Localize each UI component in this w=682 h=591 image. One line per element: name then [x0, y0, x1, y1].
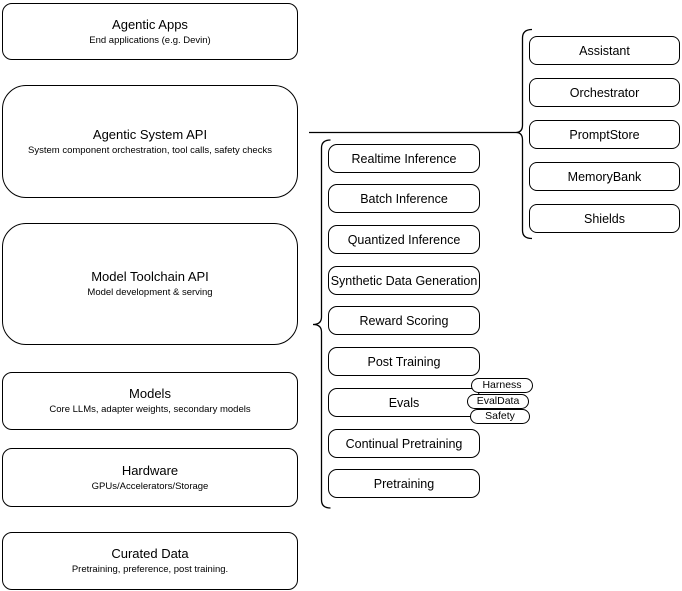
tag-evaldata: EvalData	[467, 394, 529, 409]
node-post-training: Post Training	[328, 347, 480, 376]
node-model-toolchain-api: Model Toolchain API Model development & …	[2, 223, 298, 345]
node-memorybank: MemoryBank	[529, 162, 680, 191]
node-label: Pretraining	[373, 476, 435, 491]
node-title: Model Toolchain API	[91, 269, 209, 284]
node-pretraining: Pretraining	[328, 469, 480, 498]
node-title: Agentic Apps	[112, 16, 188, 32]
node-label: Orchestrator	[569, 85, 640, 100]
node-promptstore: PromptStore	[529, 120, 680, 149]
node-label: Quantized Inference	[347, 232, 461, 247]
node-models: Models Core LLMs, adapter weights, secon…	[2, 372, 298, 430]
node-label: Batch Inference	[360, 191, 448, 206]
node-agentic-apps: Agentic Apps End applications (e.g. Devi…	[2, 3, 298, 60]
node-subtitle: Pretraining, preference, post training.	[71, 564, 229, 575]
node-continual-pretraining: Continual Pretraining	[328, 429, 480, 458]
node-label: Continual Pretraining	[345, 436, 463, 451]
node-shields: Shields	[529, 204, 680, 233]
node-label: Post Training	[367, 354, 441, 369]
node-label: Reward Scoring	[359, 313, 449, 328]
node-subtitle: End applications (e.g. Devin)	[89, 34, 211, 46]
node-label: Assistant	[579, 43, 630, 58]
node-title: Models	[129, 386, 171, 401]
node-label: PromptStore	[569, 127, 640, 142]
node-subtitle: System component orchestration, tool cal…	[28, 144, 272, 156]
node-orchestrator: Orchestrator	[529, 78, 680, 107]
node-label: Evals	[388, 395, 420, 410]
tag-label: EvalData	[476, 395, 520, 407]
node-quantized-inference: Quantized Inference	[328, 225, 480, 254]
tag-label: Harness	[482, 379, 522, 391]
node-label: Synthetic Data Generation	[330, 273, 478, 288]
node-assistant: Assistant	[529, 36, 680, 65]
node-hardware: Hardware GPUs/Accelerators/Storage	[2, 448, 298, 507]
node-subtitle: Model development & serving	[87, 287, 213, 298]
node-title: Curated Data	[111, 546, 189, 561]
node-evals: Evals	[328, 388, 480, 417]
node-label: Shields	[584, 211, 625, 226]
node-label: MemoryBank	[567, 169, 642, 184]
node-title: Agentic System API	[92, 126, 208, 142]
node-reward-scoring: Reward Scoring	[328, 306, 480, 335]
node-subtitle: GPUs/Accelerators/Storage	[91, 480, 209, 492]
tag-safety: Safety	[470, 409, 530, 424]
node-realtime-inference: Realtime Inference	[328, 144, 480, 173]
node-subtitle: Core LLMs, adapter weights, secondary mo…	[49, 404, 251, 415]
node-title: Hardware	[121, 462, 179, 478]
node-synthetic-data-generation: Synthetic Data Generation	[328, 266, 480, 295]
node-label: Realtime Inference	[351, 151, 457, 166]
tag-label: Safety	[485, 410, 515, 422]
node-curated-data: Curated Data Pretraining, preference, po…	[2, 532, 298, 590]
node-batch-inference: Batch Inference	[328, 184, 480, 213]
tag-harness: Harness	[471, 378, 533, 393]
node-agentic-system-api: Agentic System API System component orch…	[2, 85, 298, 198]
